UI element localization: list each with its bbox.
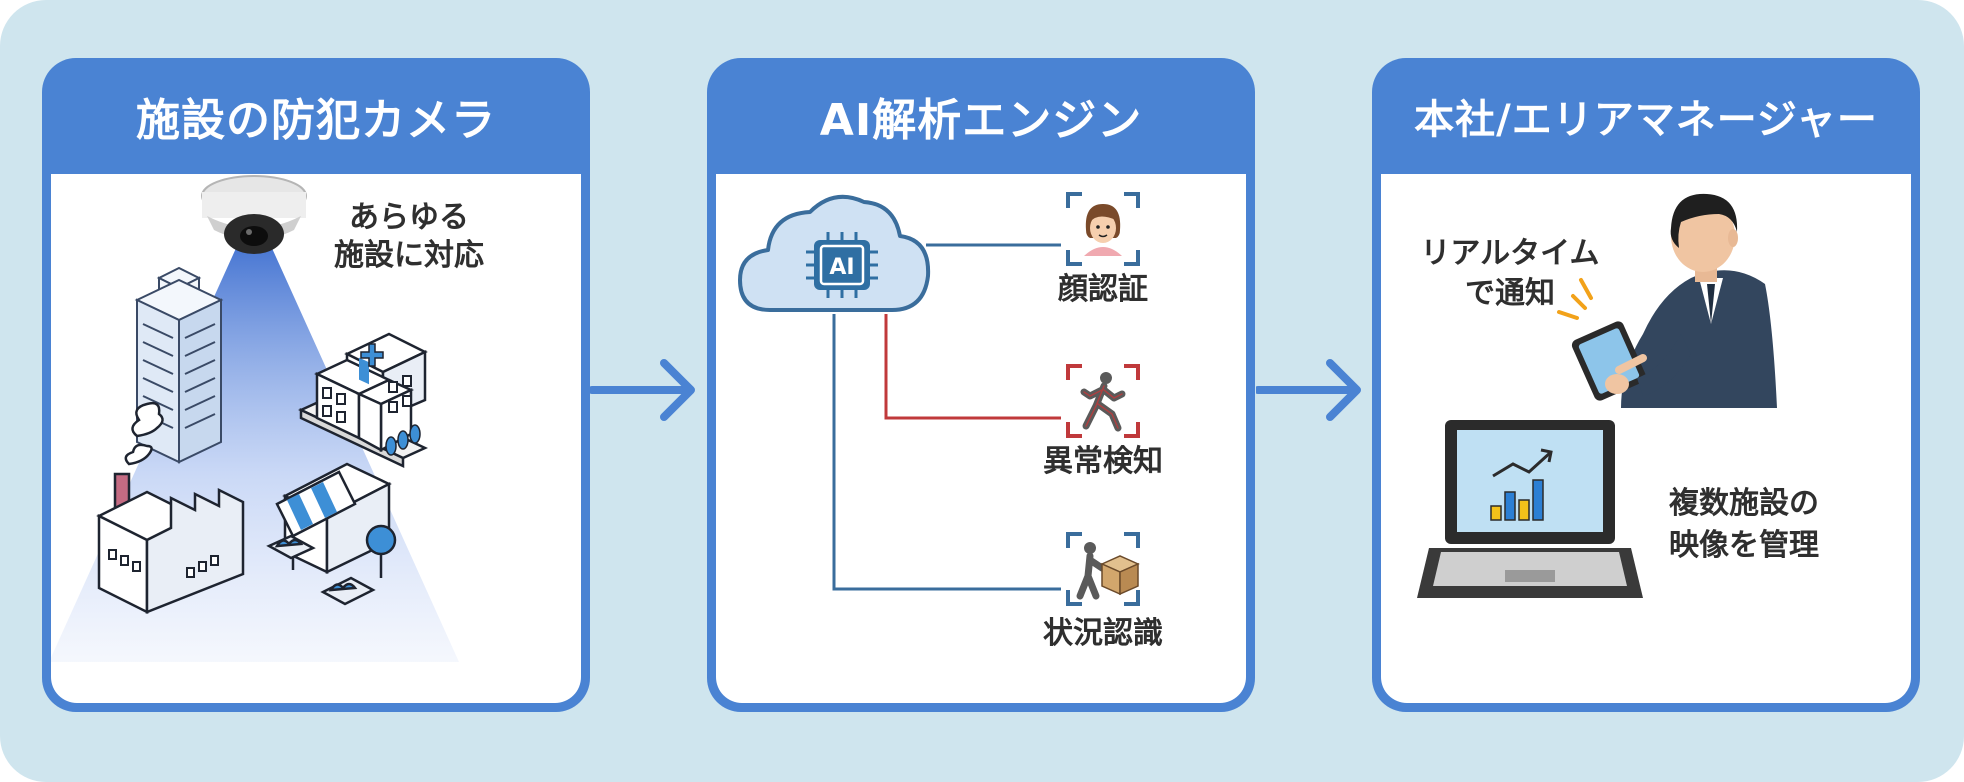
hq-notify-line2: で通知: [1465, 276, 1555, 311]
panel-hq-body: リアルタイム で通知 複数施設の 映像を管理: [1381, 174, 1911, 703]
feature-label-situation: 状況認識: [1043, 616, 1163, 651]
panel-ai: AI解析エンジン AI: [707, 58, 1255, 712]
ai-chip-label: AI: [829, 255, 854, 280]
factory-icon: [96, 401, 245, 615]
connector-situation: [832, 314, 1061, 591]
cameras-caption-line1: あらゆる: [349, 200, 469, 235]
panel-ai-title: AI解析エンジン: [819, 95, 1143, 146]
cameras-caption-line2: 施設に対応: [334, 238, 484, 273]
manager-with-tablet-icon: [1571, 193, 1777, 408]
face-icon: [1066, 192, 1140, 266]
hq-manage-line2: 映像を管理: [1669, 528, 1819, 563]
hq-manage-line1: 複数施設の: [1669, 486, 1819, 521]
panel-ai-body: AI: [716, 174, 1246, 703]
security-camera-icon: [201, 175, 307, 254]
panel-cameras: 施設の防犯カメラ: [42, 58, 590, 712]
hospital-building-icon: [298, 332, 428, 468]
feature-label-anomaly: 異常検知: [1043, 444, 1163, 479]
office-building-icon: [134, 266, 224, 464]
connector-anomaly: [884, 314, 1061, 420]
laptop-dashboard-icon: [1417, 420, 1643, 598]
cloud-ai-icon: AI: [738, 194, 931, 312]
panel-hq: 本社/エリアマネージャー: [1372, 58, 1920, 712]
flow-arrow-2: [1256, 359, 1361, 421]
panel-hq-title: 本社/エリアマネージャー: [1414, 97, 1878, 143]
panel-cameras-body: あらゆる 施設に対応: [51, 174, 581, 703]
person-carrying-box-icon: [1066, 532, 1140, 606]
running-person-icon: [1066, 364, 1140, 438]
panel-cameras-title: 施設の防犯カメラ: [136, 95, 496, 146]
notification-rays-icon: [1557, 278, 1593, 320]
hq-notify-line1: リアルタイム: [1420, 236, 1600, 271]
feature-label-face: 顔認証: [1058, 272, 1148, 307]
flow-arrow-1: [590, 359, 695, 421]
store-icon: [266, 462, 397, 606]
